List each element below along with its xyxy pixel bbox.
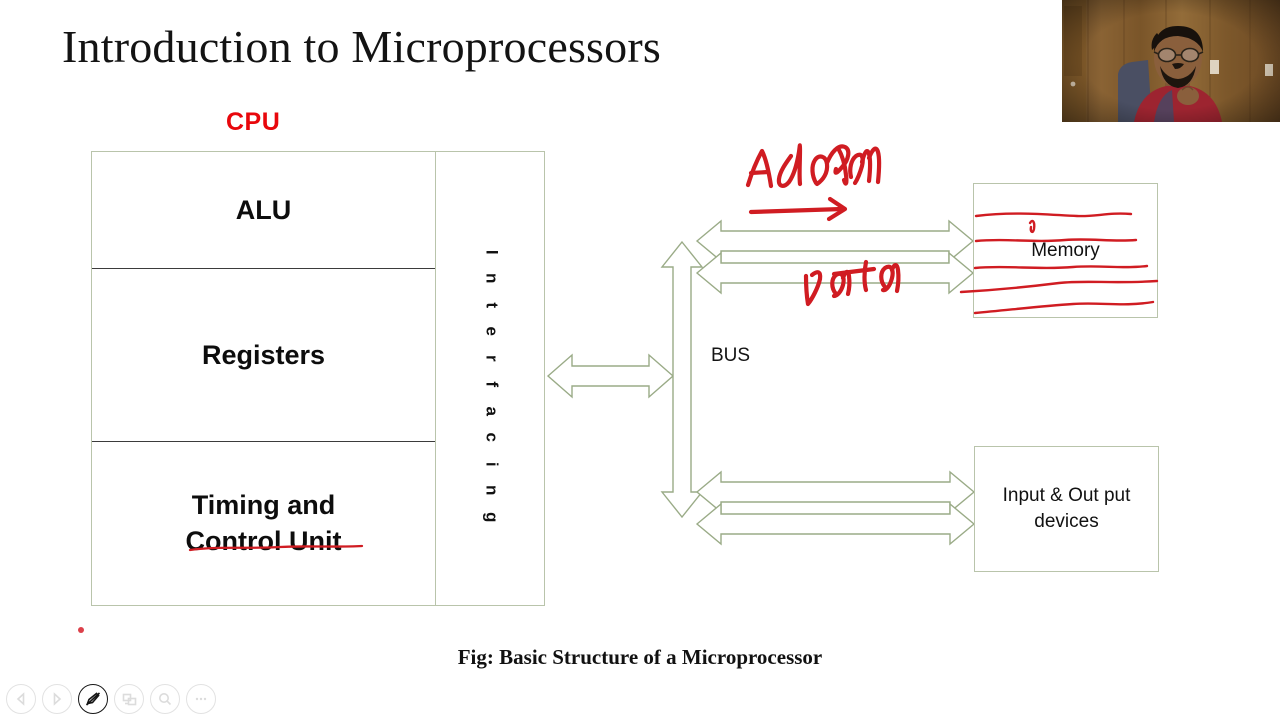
cpu-block-timing-control-unit: Timing and Control Unit (92, 441, 435, 606)
cpu-label: CPU (226, 108, 281, 136)
io-bus-arrow-lower (695, 502, 976, 546)
interfacing-char: n (481, 485, 501, 496)
presenter-webcam-thumbnail[interactable] (1062, 0, 1280, 122)
interfacing-char: n (481, 273, 501, 284)
cpu-block-timing-label: Timing and (191, 490, 336, 521)
ellipsis-icon (195, 697, 207, 701)
cpu-interfacing-column: I n t e r f a c i n g (435, 152, 545, 605)
grid-slides-icon (122, 693, 136, 705)
previous-slide-button[interactable] (6, 684, 36, 714)
interfacing-char: r (481, 354, 501, 362)
cpu-block-registers-label: Registers (201, 339, 326, 370)
triangle-left-icon (16, 692, 25, 706)
bus-label: BUS (711, 345, 751, 366)
io-devices-box: Input & Out put devices (974, 446, 1159, 572)
memory-label: Memory (1031, 239, 1100, 261)
stray-ink-dot (78, 627, 84, 633)
cpu-to-bus-arrow (546, 353, 675, 399)
slide-title: Introduction to Microprocessors (62, 21, 661, 72)
triangle-right-icon (53, 692, 62, 706)
cpu-box: ALU Registers Timing and Control Unit I … (91, 151, 545, 606)
io-label-line1: Input & Out put (1002, 485, 1131, 507)
data-bus-arrow (695, 251, 975, 295)
bus-trunk-arrow (660, 240, 704, 519)
cpu-block-alu-label: ALU (235, 194, 292, 225)
interfacing-char: g (481, 511, 501, 523)
presentation-toolbar (0, 678, 1280, 720)
cpu-block-control-unit-label: Control Unit (185, 526, 342, 556)
io-label-line2: devices (1034, 511, 1099, 532)
zoom-slide-button[interactable] (150, 684, 180, 714)
interfacing-char: a (481, 406, 501, 416)
interfacing-char: i (481, 461, 501, 467)
interfacing-char: t (481, 302, 501, 308)
io-bus-arrow-upper (695, 470, 976, 514)
magnifier-icon (159, 693, 172, 706)
pen-slash-icon (85, 692, 101, 706)
address-bus-arrow (695, 219, 975, 263)
more-options-button[interactable] (186, 684, 216, 714)
interfacing-char: e (481, 326, 501, 337)
pen-annotation-button[interactable] (78, 684, 108, 714)
data-handwriting (803, 259, 901, 307)
interfacing-char: c (481, 432, 501, 443)
slide-grid-button[interactable] (114, 684, 144, 714)
address-arrow-ink (748, 196, 848, 222)
address-handwriting (745, 143, 882, 189)
next-slide-button[interactable] (42, 684, 72, 714)
interfacing-char: f (481, 381, 501, 388)
figure-caption: Fig: Basic Structure of a Microprocessor (457, 645, 823, 669)
cpu-block-registers: Registers (92, 268, 435, 441)
interfacing-char: I (481, 249, 501, 255)
memory-box: Memory (973, 183, 1158, 318)
cpu-block-alu: ALU (92, 152, 435, 268)
